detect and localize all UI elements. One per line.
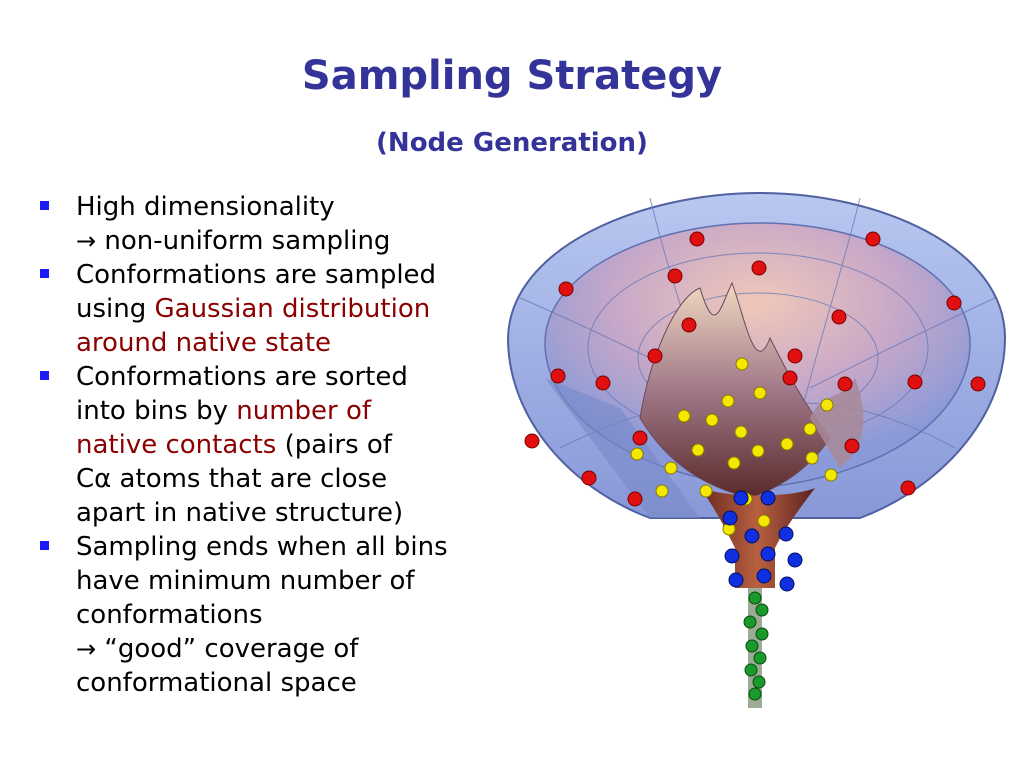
bullet-square-icon bbox=[40, 541, 49, 550]
bullet-list: High dimensionality → non-uniform sampli… bbox=[36, 190, 526, 700]
bullet-item: Sampling ends when all bins have minimum… bbox=[36, 530, 526, 700]
energy-landscape-funnel-icon bbox=[506, 191, 1007, 708]
arrow-right-icon: → bbox=[76, 227, 97, 255]
alpha-symbol: α bbox=[94, 464, 112, 494]
arrow-right-icon: → bbox=[76, 635, 97, 663]
bullet-item: Conformations are sampled using Gaussian… bbox=[36, 258, 526, 360]
bullet-item: High dimensionality → non-uniform sampli… bbox=[36, 190, 526, 258]
highlight-text: number of bbox=[236, 396, 372, 426]
bullet-square-icon bbox=[40, 201, 49, 210]
slide-subtitle: (Node Generation) bbox=[376, 128, 648, 158]
highlight-text: native contacts bbox=[76, 430, 277, 460]
bullet-square-icon bbox=[40, 269, 49, 278]
slide-title: Sampling Strategy bbox=[301, 53, 723, 99]
bullet-square-icon bbox=[40, 371, 49, 380]
highlight-text: Gaussian distribution bbox=[154, 294, 431, 324]
bullet-item: Conformations are sorted into bins by nu… bbox=[36, 360, 526, 530]
highlight-text: around native state bbox=[76, 328, 332, 358]
